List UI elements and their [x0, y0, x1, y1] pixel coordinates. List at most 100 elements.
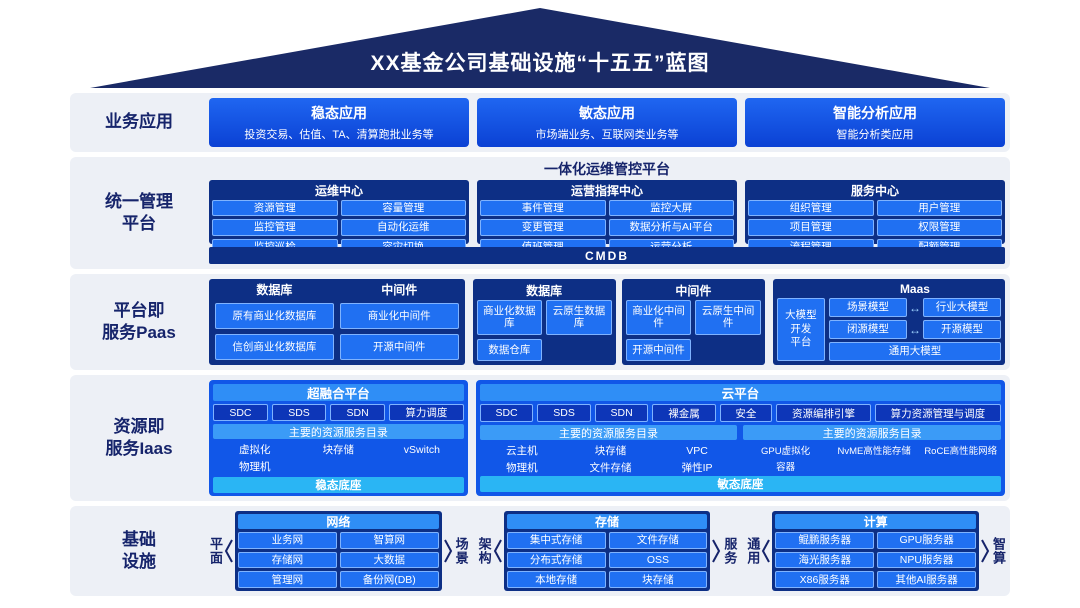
chevron-left-icon — [762, 539, 771, 563]
infra-item: 其他AI服务器 — [877, 571, 977, 588]
catalog-item: GPU虚拟化 — [761, 446, 811, 457]
paas-content: 数据库 中间件 原有商业化数据库 商业化中间件 信创商业化数据库 开源中间件 数… — [209, 279, 1006, 365]
operation-command-center-panel: 运营指挥中心 事件管理 监控大屏 变更管理 数据分析与AI平台 值班管理 运营分… — [477, 180, 737, 255]
row-paas: 平台即 服务Paas 数据库 中间件 原有商业化数据库 商业化中间件 信创商业化… — [70, 274, 1010, 370]
rows-container: 业务应用 稳态应用 投资交易、估值、TA、清算跑批业务等 敏态应用 市场端业务、… — [70, 93, 1010, 596]
row-business-apps: 业务应用 稳态应用 投资交易、估值、TA、清算跑批业务等 敏态应用 市场端业务、… — [70, 93, 1010, 152]
maas-header: Maas — [899, 282, 930, 296]
hci-catalog-items: 虚拟化 块存储 vSwitch 物理机 — [213, 442, 464, 474]
cloud-catalogs: 主要的资源服务目录 云主机 块存储 VPC 物理机 文件存储 弹性IP 容器 对… — [479, 425, 1001, 491]
panel-title: 服务中心 — [850, 184, 899, 199]
paas-item: 原有商业化数据库 — [215, 303, 334, 329]
command-center-grid: 事件管理 监控大屏 变更管理 数据分析与AI平台 值班管理 运营分析 — [480, 200, 734, 255]
infra-item: 存储网 — [238, 551, 337, 569]
panel-title: 网络 — [238, 514, 439, 529]
paas-legacy-panel: 数据库 中间件 原有商业化数据库 商业化中间件 信创商业化数据库 开源中间件 — [209, 279, 465, 365]
catalog-item: 块存储 — [322, 444, 355, 456]
side-label-ai-compute: 智算 — [991, 537, 1007, 565]
integrated-ops-platform-header: 一体化运维管控平台 — [544, 161, 670, 177]
maas-model-box: 场景模型 — [828, 298, 907, 317]
roof-banner: XX基金公司基础设施“十五五”蓝图 — [90, 8, 990, 88]
panel-title: 存储 — [506, 514, 708, 529]
paas-item: 信创商业化数据库 — [215, 334, 334, 360]
paas-middleware-grid: 商业化中间件 云原生中间件 开源中间件 — [625, 300, 761, 361]
catalog-item: 块存储 — [594, 445, 627, 457]
chevron-right-icon — [712, 539, 721, 563]
infra-item: 块存储 — [608, 571, 708, 588]
hyperconverged-platform-panel: 超融合平台 SDC SDS SDN 算力调度 主要的资源服务目录 虚拟化 块存储… — [209, 380, 468, 496]
mgmt-item: 监控大屏 — [608, 200, 734, 217]
maas-model-box: 闭源模型 — [828, 320, 907, 339]
infra-item: 海光服务器 — [775, 551, 875, 569]
catalog-item: 文件存储 — [589, 462, 632, 474]
row-label-iaas: 资源即 服务Iaas — [105, 416, 173, 458]
app-box-intelligent-analysis: 智能分析应用 智能分析类应用 — [745, 98, 1005, 147]
mgmt-item: 用户管理 — [876, 200, 1002, 217]
catalog-item: vSwitch — [403, 443, 440, 456]
mgmt-item: 自动化运维 — [340, 219, 466, 236]
infra-item: 分布式存储 — [506, 551, 606, 569]
infra-item: 大数据 — [339, 551, 439, 569]
component-box: 裸金属 — [652, 404, 716, 422]
catalog-header: 主要的资源服务目录 — [743, 425, 1001, 440]
catalog-item: 物理机 — [239, 461, 271, 473]
row-label-management: 统一管理 平台 — [105, 191, 173, 233]
business-boxes: 稳态应用 投资交易、估值、TA、清算跑批业务等 敏态应用 市场端业务、互联网类业… — [209, 98, 1005, 147]
paas-item: 商业化中间件 — [339, 303, 459, 329]
storage-grid: 集中式存储 文件存储 分布式存储 OSS 本地存储 块存储 — [506, 532, 708, 588]
double-arrow-icon: ↔ — [908, 300, 921, 315]
maas-panel: Maas 大模型 开发 平台 场景模型 ↔ 行业大模型 闭源模型 ↔ — [772, 279, 1006, 365]
infra-item: OSS — [608, 551, 708, 569]
paas-middleware-panel: 中间件 商业化中间件 云原生中间件 开源中间件 — [621, 279, 765, 365]
mgmt-item: 变更管理 — [480, 219, 606, 236]
paas-item: 数据仓库 — [476, 338, 543, 361]
component-box: SDS — [271, 404, 327, 421]
app-box-title: 敏态应用 — [579, 105, 635, 121]
panel-title: 中间件 — [675, 284, 712, 298]
row-label-business: 业务应用 — [105, 112, 173, 132]
catalog-item: 物理机 — [506, 462, 538, 474]
cloud-title: 云平台 — [479, 384, 1001, 401]
page-title: XX基金公司基础设施“十五五”蓝图 — [370, 52, 710, 75]
column-header-middleware: 中间件 — [381, 283, 418, 297]
maas-model-box: 行业大模型 — [922, 298, 1002, 317]
panel-title: 计算 — [775, 514, 977, 529]
panel-title: 运营指挥中心 — [570, 184, 643, 199]
infra-item: 本地存储 — [506, 571, 606, 588]
catalog-item: 虚拟化 — [239, 444, 271, 456]
storage-group: 架构 存储 集中式存储 文件存储 分布式存储 OSS 本地存储 块存储 — [477, 511, 738, 591]
app-box-agile: 敏态应用 市场端业务、互联网类业务等 — [477, 98, 737, 147]
cloud-catalog-left: 主要的资源服务目录 云主机 块存储 VPC 物理机 文件存储 弹性IP 容器 对… — [479, 425, 738, 491]
stable-base-bar: 稳态底座 — [213, 477, 464, 493]
paas-item: 开源中间件 — [625, 338, 692, 361]
side-label-service: 服务 — [722, 537, 738, 565]
app-box-subtitle: 投资交易、估值、TA、清算跑批业务等 — [244, 129, 434, 141]
chevron-left-icon — [224, 539, 233, 563]
component-box: SDN — [330, 404, 385, 421]
paas-item: 商业化数据库 — [476, 300, 543, 335]
side-label-general: 通用 — [745, 537, 761, 565]
paas-database-grid: 商业化数据库 云原生数据库 数据仓库 — [476, 300, 612, 361]
ops-center-panel: 运维中心 资源管理 容量管理 监控管理 自动化运维 监控巡检 容灾切换 — [209, 180, 469, 255]
mgmt-item: 事件管理 — [480, 200, 606, 217]
hci-components: SDC SDS SDN 算力调度 — [213, 404, 464, 421]
row-label-infrastructure: 基础 设施 — [122, 529, 156, 571]
app-box-stable: 稳态应用 投资交易、估值、TA、清算跑批业务等 — [209, 98, 469, 147]
maas-model-box: 开源模型 — [922, 320, 1002, 339]
mgmt-item: 监控管理 — [212, 219, 338, 236]
component-box: 算力资源管理与调度 — [874, 404, 1001, 422]
component-box: 安全 — [719, 404, 773, 422]
mgmt-item: 资源管理 — [212, 200, 338, 217]
app-box-title: 稳态应用 — [311, 105, 367, 121]
infra-item: 鲲鹏服务器 — [775, 532, 875, 549]
infra-item: 文件存储 — [608, 532, 708, 549]
service-center-panel: 服务中心 组织管理 用户管理 项目管理 权限管理 流程管理 配额管理 — [745, 180, 1005, 255]
maas-row: 场景模型 ↔ 行业大模型 — [828, 298, 1002, 317]
infra-item: X86服务器 — [775, 571, 875, 588]
app-box-title: 智能分析应用 — [833, 105, 917, 121]
maas-model-box: 通用大模型 — [828, 342, 1002, 361]
paas-cloud-group: 数据库 商业化数据库 云原生数据库 数据仓库 中间件 商业化中间件 云原生中间件… — [472, 279, 765, 365]
double-arrow-icon: ↔ — [908, 322, 921, 337]
catalog-item: VPC — [686, 444, 708, 457]
